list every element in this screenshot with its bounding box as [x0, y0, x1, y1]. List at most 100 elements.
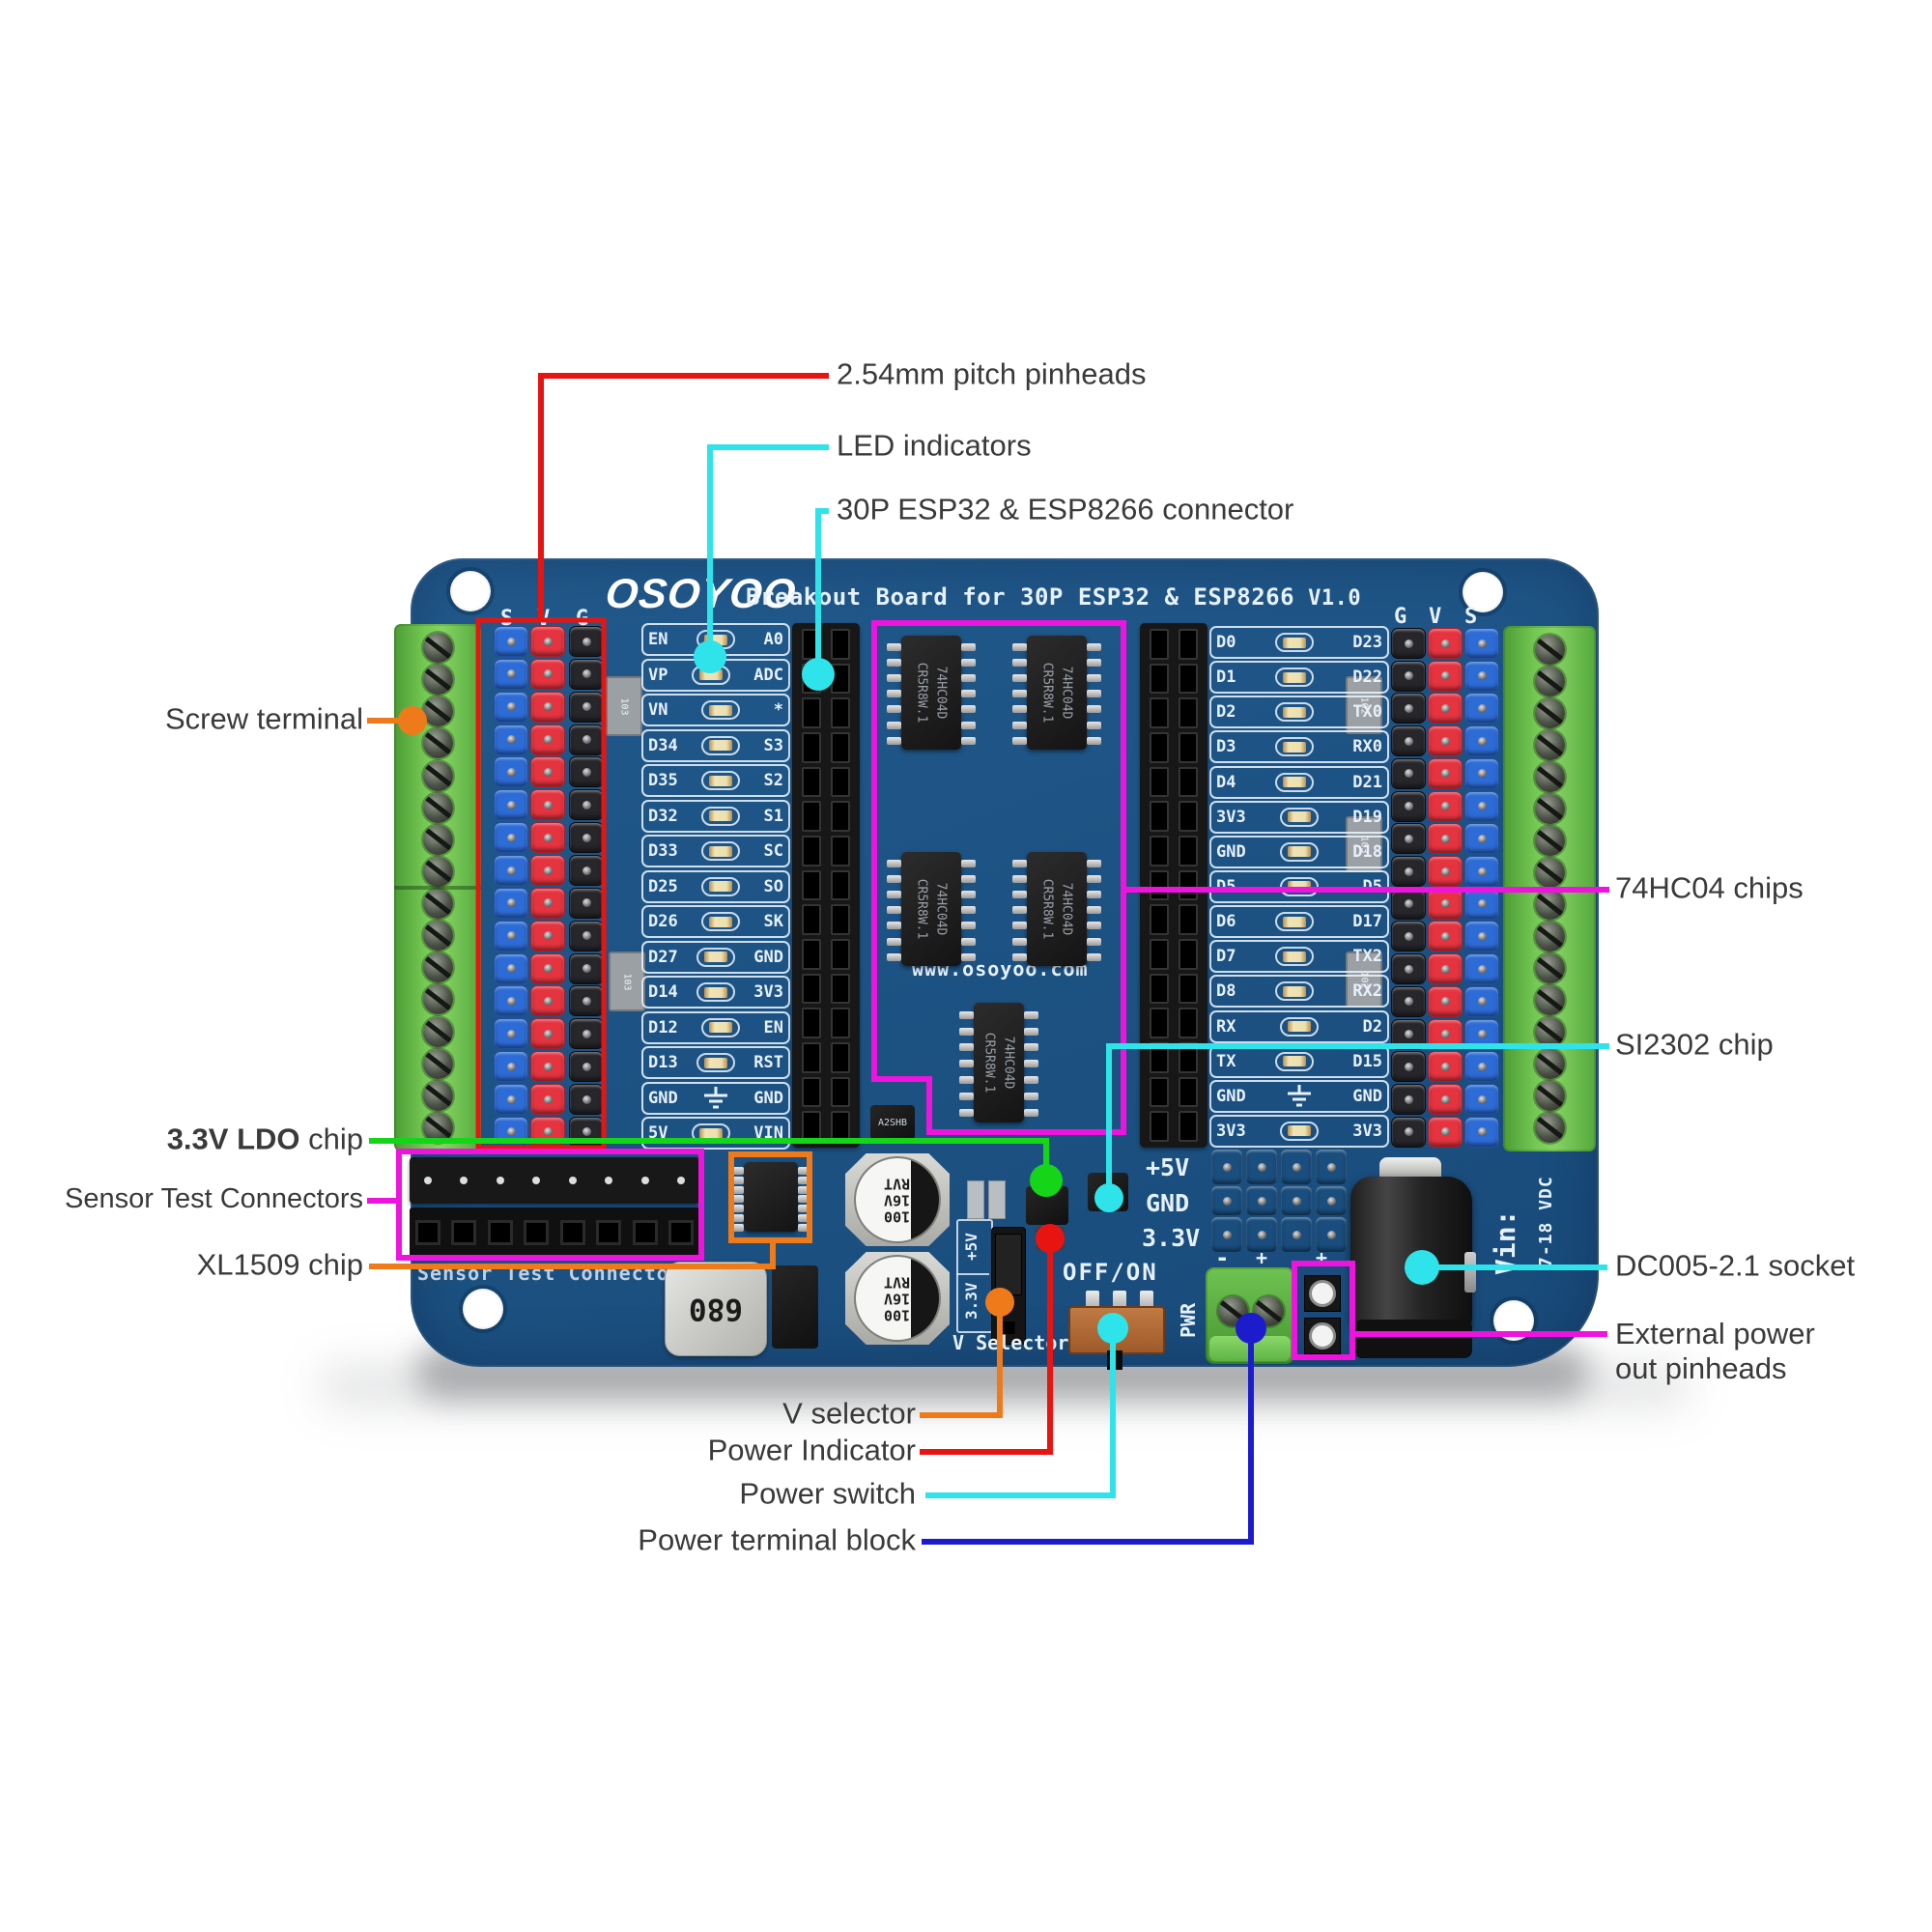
- connector-socket: [802, 801, 821, 832]
- chip-pin: [887, 705, 901, 714]
- pin-label-right: D21: [1352, 772, 1382, 792]
- chip-pin: [961, 891, 976, 899]
- led-chip: [1282, 741, 1306, 753]
- connector-socket: [1179, 938, 1198, 970]
- pinhead-pin: [569, 658, 604, 690]
- led-chip: [1288, 1021, 1311, 1033]
- led-chip: [709, 810, 733, 821]
- rail-gnd-label: GND: [1146, 1189, 1190, 1217]
- pin-column-right-g[interactable]: [1391, 628, 1426, 1148]
- pin-column-right-v[interactable]: [1428, 628, 1463, 1148]
- connector-socket: [1150, 697, 1169, 728]
- led-chip: [1282, 637, 1306, 648]
- led-chip: [1288, 846, 1311, 858]
- connector30p-leader: [815, 508, 829, 674]
- ext-power-pin[interactable]: [1304, 1275, 1341, 1312]
- ground-symbol: [701, 1086, 730, 1110]
- right-header-v: V: [1429, 605, 1442, 629]
- pinhead-pin: [1391, 1051, 1426, 1083]
- chip-pin: [961, 736, 976, 745]
- xl1509-box: [728, 1151, 812, 1243]
- led-indicator: [696, 982, 735, 1002]
- chip-pin: [887, 860, 901, 868]
- terminal-screw: [422, 633, 453, 663]
- xl1509-chip: [729, 1162, 812, 1232]
- led-indicator: [1280, 807, 1319, 827]
- pinhead-pin: [530, 985, 565, 1017]
- connector-pin-dot: [568, 1177, 577, 1184]
- pinhead-pin: [494, 658, 528, 690]
- chip-pin: [729, 1167, 744, 1176]
- connector-socket: [831, 766, 850, 798]
- connector-socket: [802, 904, 821, 935]
- chip-pin: [887, 643, 901, 652]
- connector-socket: [1150, 835, 1169, 867]
- pin-column-left-s[interactable]: [494, 626, 528, 1148]
- chip-pin: [959, 1027, 974, 1036]
- connector-socket: [487, 1220, 513, 1245]
- connector-socket: [831, 1076, 850, 1108]
- connector-30p-left[interactable]: [792, 623, 860, 1148]
- connector-socket: [1150, 766, 1169, 798]
- pwrterm-leader: [922, 1334, 1254, 1545]
- pinhead-pin: [530, 1051, 565, 1083]
- sensor-test-connector-top[interactable]: [410, 1157, 699, 1204]
- label-pinheads: 2.54mm pitch pinheads: [837, 356, 1147, 391]
- sensor-test-connector-bottom[interactable]: [410, 1208, 699, 1258]
- connector-socket: [802, 938, 821, 970]
- led-chip: [709, 845, 733, 857]
- led-chip: [704, 634, 727, 645]
- chip-pin: [1012, 860, 1027, 868]
- chip-pin: [1012, 643, 1027, 652]
- ext-power-pin[interactable]: [1304, 1318, 1341, 1354]
- led-indicator: [1274, 772, 1314, 792]
- pinhead-pin: [569, 691, 604, 723]
- chip-pin: [959, 1108, 974, 1117]
- dc005-dot: [1405, 1250, 1439, 1285]
- led-chip: [1288, 1125, 1311, 1137]
- rail-33v-label: 3.3V: [1142, 1224, 1201, 1252]
- chip-pin: [1012, 875, 1027, 884]
- pinhead-pin: [1428, 628, 1463, 659]
- mounting-hole-top-left: [450, 571, 491, 611]
- pin-label-left: D13: [648, 1053, 678, 1072]
- chip-pin: [1087, 736, 1101, 745]
- pinhead-pin: [530, 822, 565, 854]
- pinhead-pin: [1464, 725, 1499, 757]
- chip-pin: [961, 721, 976, 729]
- pinhead-pin: [530, 1018, 565, 1050]
- chip-pin: [1087, 690, 1101, 698]
- vselector-jumper[interactable]: [991, 1227, 1026, 1345]
- chip-pin: [1087, 721, 1101, 729]
- pinhead-pin: [494, 1084, 528, 1116]
- connector-30p-right[interactable]: [1140, 623, 1208, 1148]
- chip-pin: [961, 922, 976, 930]
- connector-socket: [1179, 1041, 1198, 1073]
- terminal-screw: [1534, 1049, 1565, 1079]
- connector-socket: [668, 1220, 695, 1245]
- pin-label-left: GND: [1216, 841, 1246, 862]
- label-connector30p: 30P ESP32 & ESP8266 connector: [837, 492, 1294, 526]
- pin-label-left: D6: [1216, 912, 1236, 932]
- terminal-screw: [422, 728, 453, 759]
- pinhead-pin: [1428, 921, 1463, 952]
- led-indicator: [1274, 981, 1314, 1002]
- connector30p-dot: [802, 658, 835, 691]
- connector-socket: [1179, 973, 1198, 1005]
- pin-column-left-g[interactable]: [569, 626, 604, 1148]
- chip-pin: [959, 1043, 974, 1052]
- terminal-screw: [422, 1080, 453, 1111]
- pin-label-left: D4: [1216, 772, 1236, 792]
- led-chip: [704, 952, 727, 962]
- pinhead-pin: [1428, 757, 1463, 789]
- pinhead-pin: [494, 985, 528, 1017]
- pinhead-pin: [569, 952, 604, 984]
- chip-pin: [798, 1176, 812, 1184]
